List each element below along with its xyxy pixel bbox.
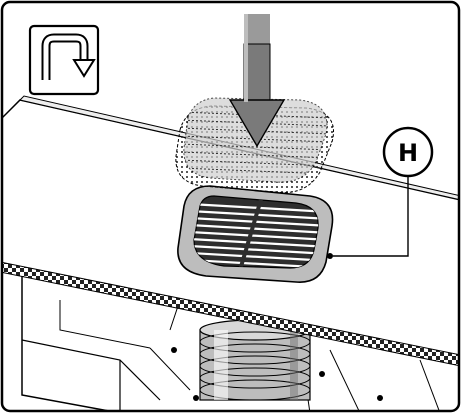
- callout-h: H: [382, 126, 434, 178]
- callout-anchor-dot: [327, 253, 333, 259]
- callout-leader: [333, 176, 409, 257]
- grease-filter: [177, 185, 334, 283]
- rotate-return-arrow-icon: [28, 24, 100, 96]
- insert-down-arrow-icon: [228, 14, 286, 148]
- callout-h-label: H: [398, 139, 418, 167]
- motor-cylinder: [199, 319, 311, 401]
